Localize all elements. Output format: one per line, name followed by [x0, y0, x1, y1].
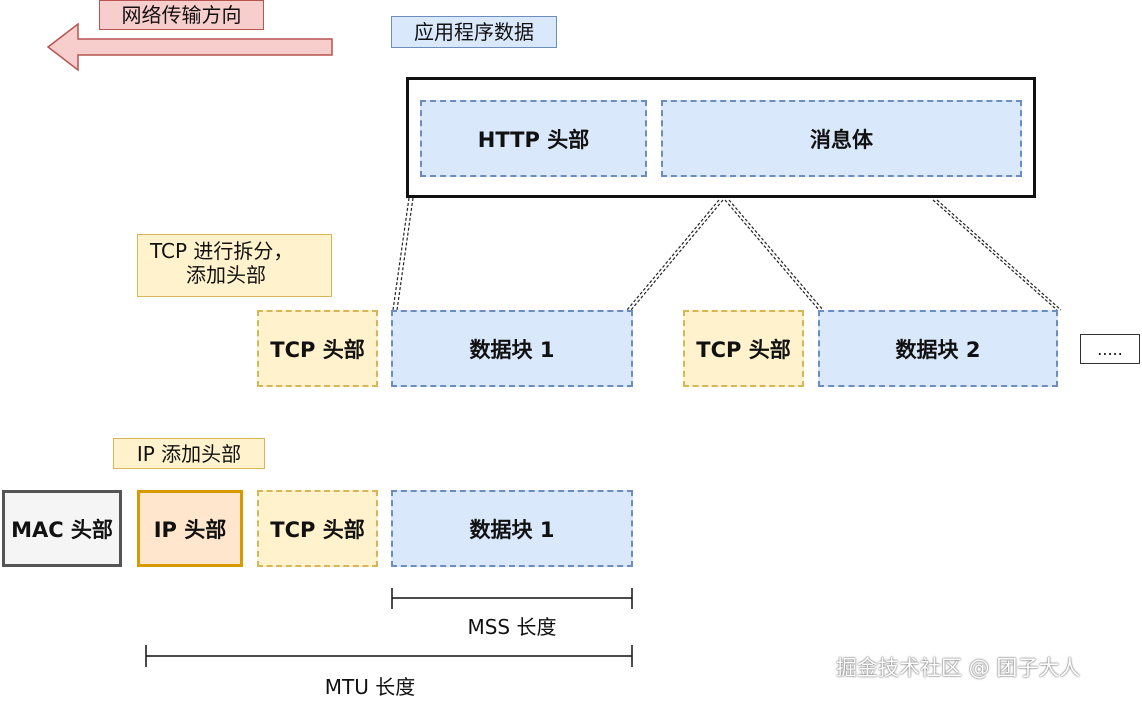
tcp-header-box-1: TCP 头部 [257, 310, 378, 387]
tcp-split-note-line2: 添加头部 [186, 263, 266, 287]
watermark: 掘金技术社区 @ 团子大人 [836, 656, 1081, 680]
mss-label: MSS 长度 [467, 615, 557, 639]
data-chunk-1-box-ip: 数据块 1 [391, 490, 633, 567]
tcp-header-box-3: TCP 头部 [257, 490, 378, 567]
mac-header-box: MAC 头部 [2, 490, 122, 567]
split-lines [392, 197, 1062, 311]
message-body-box: 消息体 [661, 100, 1022, 177]
ellipsis-box: ..... [1080, 334, 1140, 364]
tcp-split-note-line1: TCP 进行拆分， [150, 239, 294, 263]
data-chunk-2-box: 数据块 2 [818, 310, 1058, 387]
left-arrow-icon [46, 22, 333, 72]
direction-label: 网络传输方向 [99, 0, 264, 30]
ip-note: IP 添加头部 [113, 438, 265, 469]
mtu-label: MTU 长度 [324, 675, 416, 699]
ip-header-box: IP 头部 [137, 490, 243, 567]
http-header-box: HTTP 头部 [420, 100, 647, 177]
mtu-bracket [145, 645, 633, 667]
data-chunk-1-box: 数据块 1 [391, 310, 633, 387]
app-data-label: 应用程序数据 [391, 16, 557, 48]
tcp-split-note: TCP 进行拆分， 添加头部 [137, 234, 332, 297]
tcp-header-box-2: TCP 头部 [683, 310, 804, 387]
mss-bracket [391, 588, 633, 609]
